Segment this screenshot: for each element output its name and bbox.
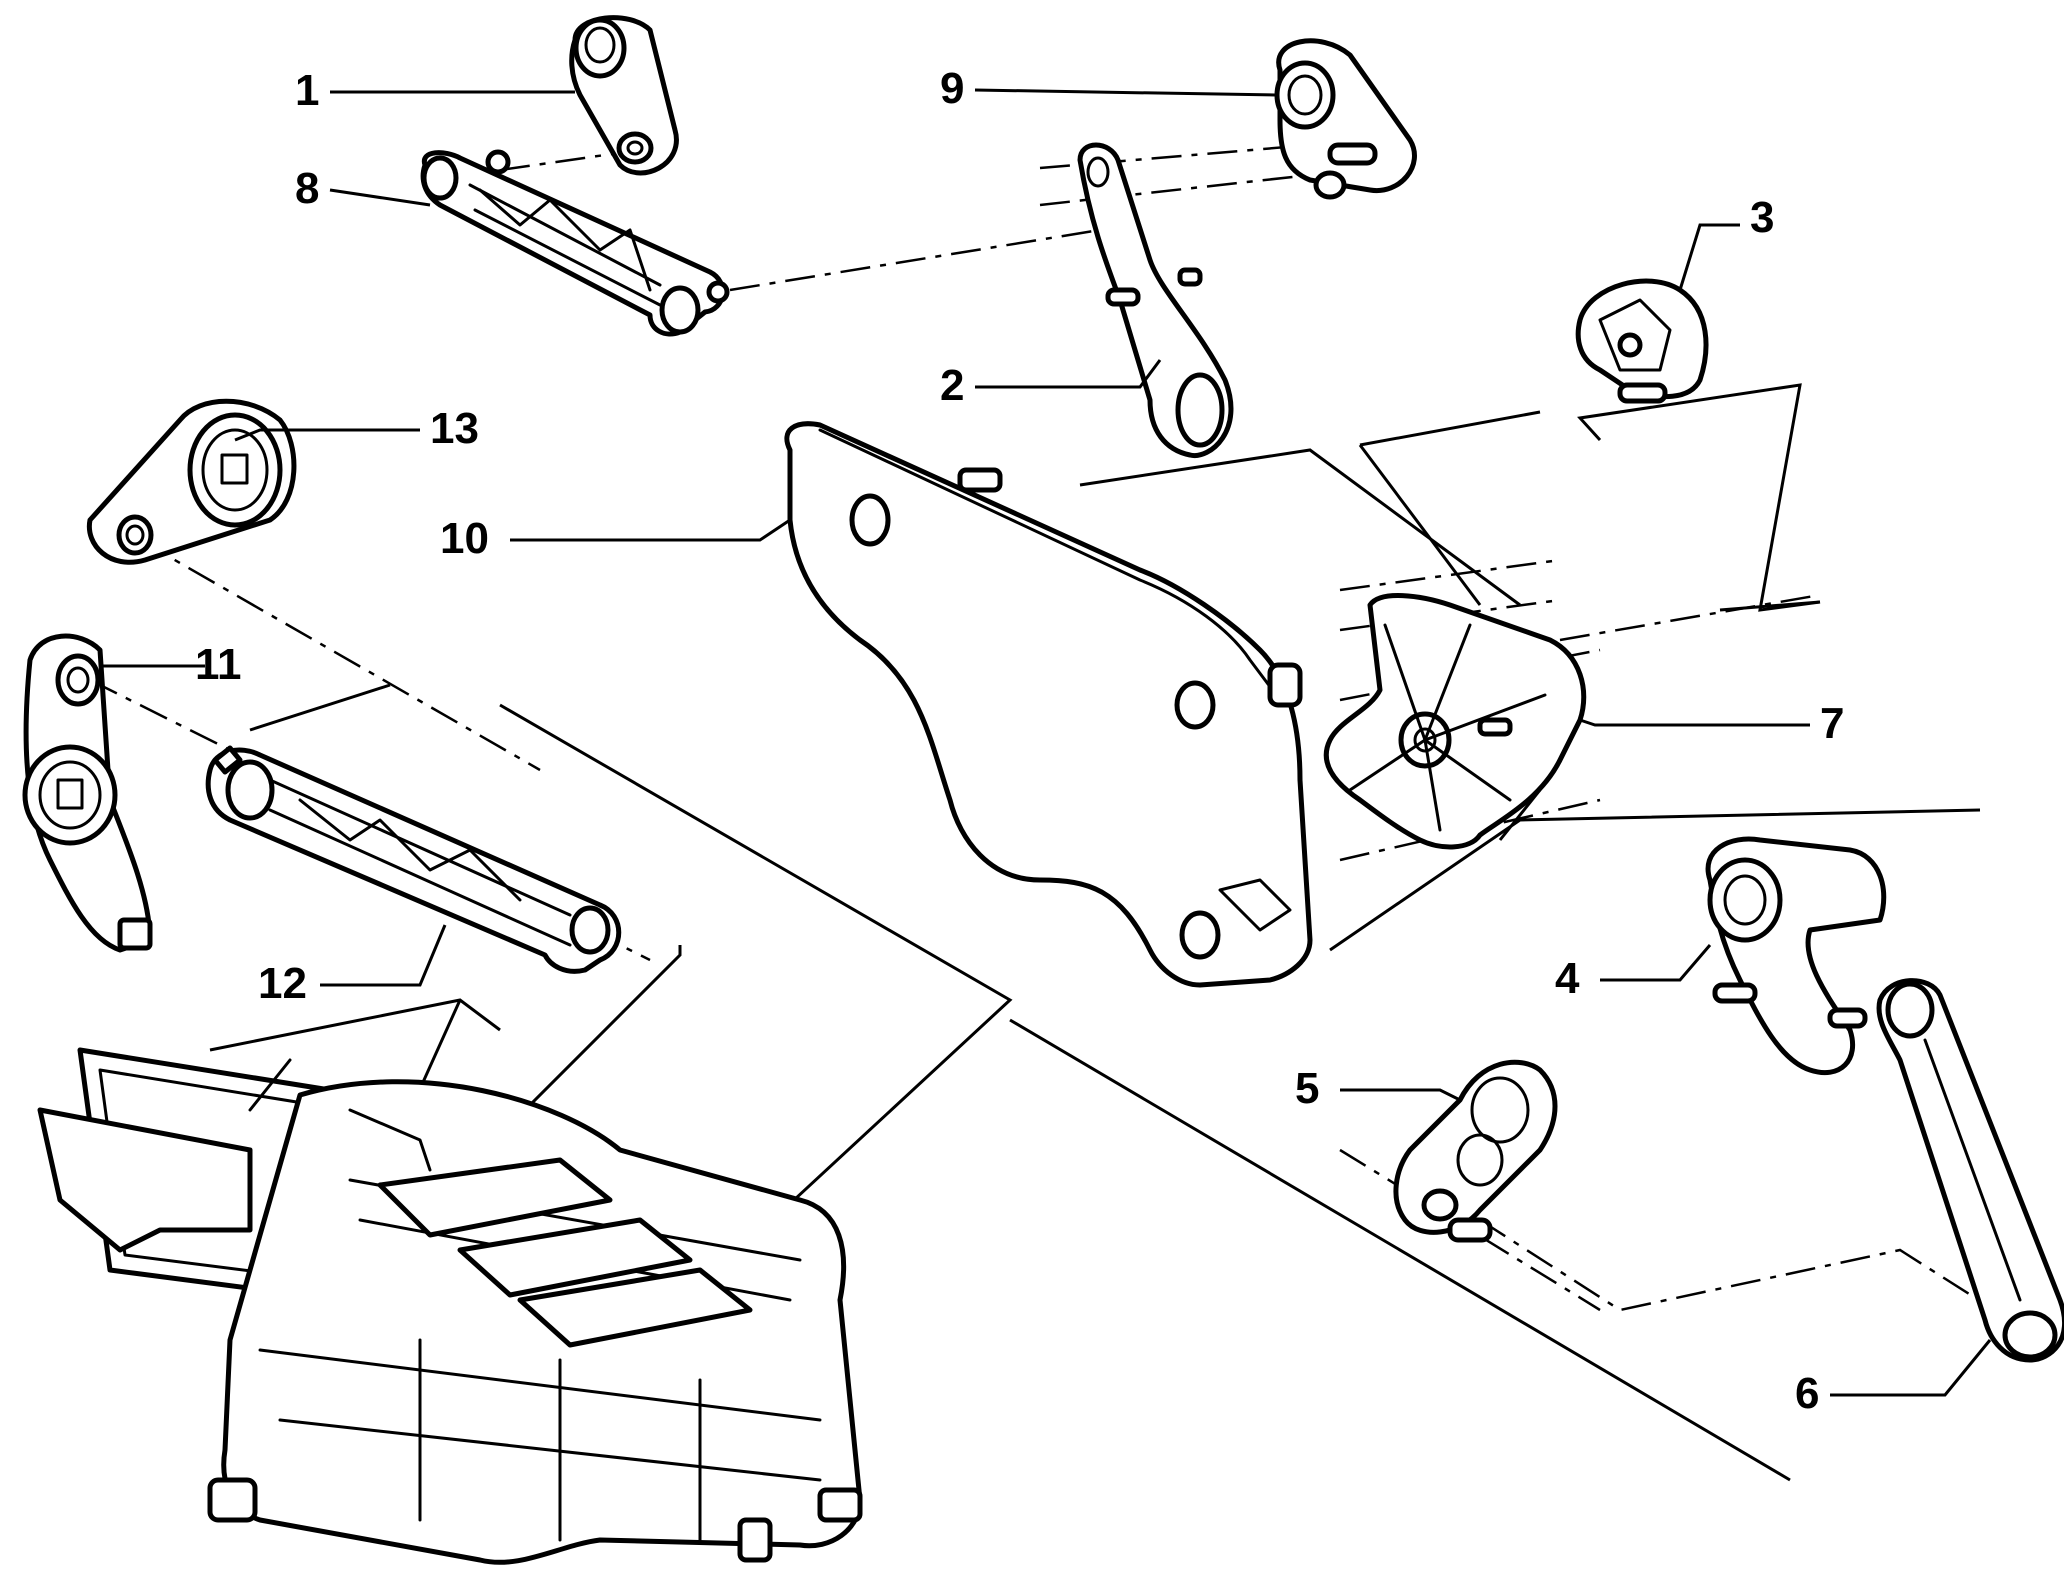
part-12-link-rod bbox=[205, 745, 622, 974]
callout-7: 7 bbox=[1820, 699, 1844, 748]
callout-4: 4 bbox=[1555, 954, 1580, 1003]
heater-housing-assembly bbox=[37, 1047, 863, 1565]
callout-10: 10 bbox=[440, 514, 489, 563]
part-1-crank bbox=[569, 15, 679, 176]
part-2-lever bbox=[1077, 142, 1234, 458]
callout-9: 9 bbox=[940, 64, 964, 113]
part-6-long-lever bbox=[1876, 978, 2064, 1363]
callout-2: 2 bbox=[940, 361, 964, 410]
part-5-oval-crank bbox=[1393, 1059, 1558, 1243]
callout-12: 12 bbox=[258, 959, 307, 1008]
part-11-crank bbox=[22, 633, 153, 953]
part-4-lever bbox=[1705, 836, 1887, 1076]
callout-labels: 1 2 3 4 5 6 7 8 9 10 11 12 13 bbox=[195, 64, 1844, 1418]
part-9-crank bbox=[1274, 38, 1417, 200]
part-13-crank bbox=[86, 398, 297, 565]
callout-11: 11 bbox=[195, 640, 242, 689]
part-8-link-rod bbox=[420, 149, 730, 337]
callout-6: 6 bbox=[1795, 1369, 1819, 1418]
part-10-cover-plate bbox=[784, 421, 1313, 988]
part-7-cam-sector bbox=[1323, 593, 1587, 850]
callout-8: 8 bbox=[295, 164, 319, 213]
callout-1: 1 bbox=[295, 66, 319, 115]
callout-leaders bbox=[100, 88, 1992, 1397]
callout-13: 13 bbox=[430, 404, 479, 453]
callout-3: 3 bbox=[1750, 193, 1774, 242]
part-3-sector bbox=[1575, 278, 1709, 404]
callout-5: 5 bbox=[1295, 1064, 1319, 1113]
